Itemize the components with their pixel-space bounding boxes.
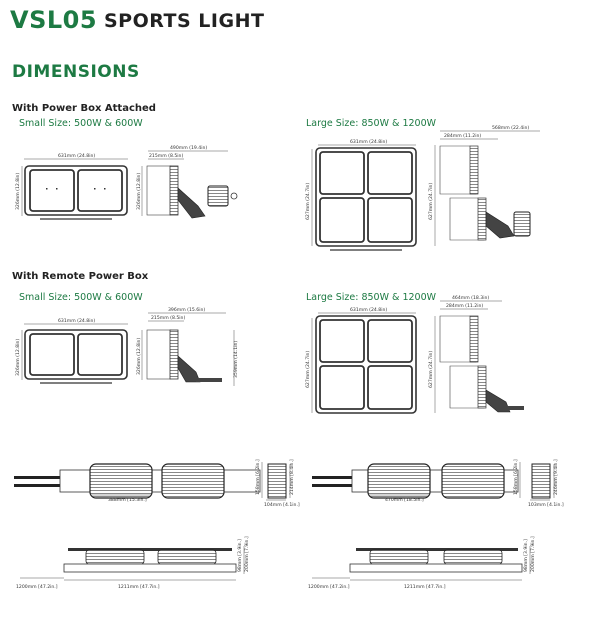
- small-remote-front-view: 631mm (24.8in) 326mm (12.8in): [15, 318, 128, 384]
- dim-side-height: 326mm (12.8in): [136, 173, 142, 210]
- dim-depth-total: 246mm [9.4in.]: [553, 459, 559, 495]
- small-attached-front-view: 631mm (24.8in) 326mm (12.8in): [15, 153, 128, 220]
- dim-height: 627mm (24.7in): [305, 351, 311, 388]
- dim-depth-total: 568mm (22.4in): [492, 125, 529, 131]
- dim-side-height2: 359mm (14.1in): [233, 341, 239, 378]
- power-box-left-side-view: 214mm [8.4in.] 104mm [4.1in.]: [264, 459, 300, 508]
- dim-height: 158mm [6.2in.]: [255, 459, 261, 495]
- dim-depth-body: 284mm (11.2in): [444, 133, 481, 139]
- dim-width: 631mm (24.8in): [58, 318, 95, 324]
- dim-depth-body: 215mm (8.5in): [151, 315, 185, 321]
- label-small-size-remote: Small Size: 500W & 600W: [19, 292, 143, 303]
- heading-remote-power-box: With Remote Power Box: [12, 271, 149, 282]
- small-attached-side-view: 490mm (19.4in) 215mm (8.5in) 326mm (12.8…: [136, 145, 238, 219]
- dim-height2: 98mm [3.9in.]: [237, 539, 243, 572]
- heading-power-box-attached: With Power Box Attached: [12, 103, 156, 114]
- dim-depth-total: 490mm (19.4in): [170, 145, 207, 151]
- dim-cable: 1200mm [47.2in.]: [16, 584, 58, 590]
- section-title: DIMENSIONS: [12, 62, 140, 82]
- dim-side-height: 627mm (24.7in): [428, 183, 434, 220]
- large-attached-front-view: 631mm (24.8in) 627mm (24.7in): [305, 139, 417, 251]
- dim-length: 1211mm [47.7in.]: [118, 584, 160, 590]
- dim-length: 1211mm [47.7in.]: [404, 584, 446, 590]
- dim-depth: 103mm [4.1in.]: [528, 502, 564, 508]
- dim-width: 631mm (24.8in): [350, 307, 387, 313]
- dim-depth: 104mm [4.1in.]: [264, 502, 300, 508]
- dim-height: 158mm [6.2in.]: [513, 459, 519, 495]
- dim-height2: 98mm [3.9in.]: [523, 539, 529, 572]
- label-large-size-attached: Large Size: 850W & 1200W: [306, 118, 437, 129]
- small-remote-side-view: 396mm (15.6in) 215mm (8.5in) 326mm (12.8…: [136, 307, 239, 386]
- dim-height: 627mm (24.7in): [305, 183, 311, 220]
- dim-depth-total: 464mm (18.3in): [452, 295, 489, 301]
- power-box-left-top-view: 388mm [15.3in.] 158mm [6.2in.]: [14, 459, 263, 503]
- bracket-right-side-view: 1200mm [47.2in.] 1211mm [47.7in.] 200mm …: [308, 536, 536, 590]
- dim-depth-total: 396mm (15.6in): [168, 307, 205, 313]
- power-box-right-top-view: 470mm [18.5in.] 158mm [6.2in.]: [312, 459, 521, 503]
- power-box-right-side-view: 246mm [9.4in.] 103mm [4.1in.]: [528, 459, 564, 508]
- dim-depth-body: 215mm (8.5in): [149, 153, 183, 159]
- dim-depth-body: 284mm (11.2in): [446, 303, 483, 309]
- bracket-left-side-view: 1200mm [47.2in.] 1211mm [47.7in.] 200mm …: [16, 536, 250, 590]
- label-large-size-remote: Large Size: 850W & 1200W: [306, 292, 437, 303]
- dim-length: 470mm [18.5in.]: [385, 497, 424, 503]
- large-remote-front-view: 631mm (24.8in) 627mm (24.7in): [305, 307, 417, 414]
- dim-height: 326mm (12.8in): [15, 339, 21, 376]
- product-title: SPORTS LIGHT: [104, 10, 265, 32]
- dim-depth-total: 214mm [8.4in.]: [289, 459, 295, 495]
- large-attached-side-view: 568mm (22.4in) 284mm (11.2in) 627mm (24.…: [428, 125, 540, 246]
- large-remote-side-view: 464mm (18.3in) 284mm (11.2in) 627mm (24.…: [428, 295, 524, 413]
- dim-width: 631mm (24.8in): [58, 153, 95, 159]
- dim-height1: 200mm [7.9in.]: [244, 536, 250, 572]
- dim-side-height: 326mm (12.8in): [136, 338, 142, 375]
- label-small-size-attached: Small Size: 500W & 600W: [19, 118, 143, 129]
- dim-cable: 1200mm [47.2in.]: [308, 584, 350, 590]
- dim-height: 326mm (12.8in): [15, 173, 21, 210]
- dim-height1: 200mm [7.9in.]: [530, 536, 536, 572]
- dim-side-height: 627mm (24.7in): [428, 351, 434, 388]
- dim-width: 631mm (24.8in): [350, 139, 387, 145]
- model-title: VSL05: [10, 6, 98, 34]
- dim-length: 388mm [15.3in.]: [108, 497, 147, 503]
